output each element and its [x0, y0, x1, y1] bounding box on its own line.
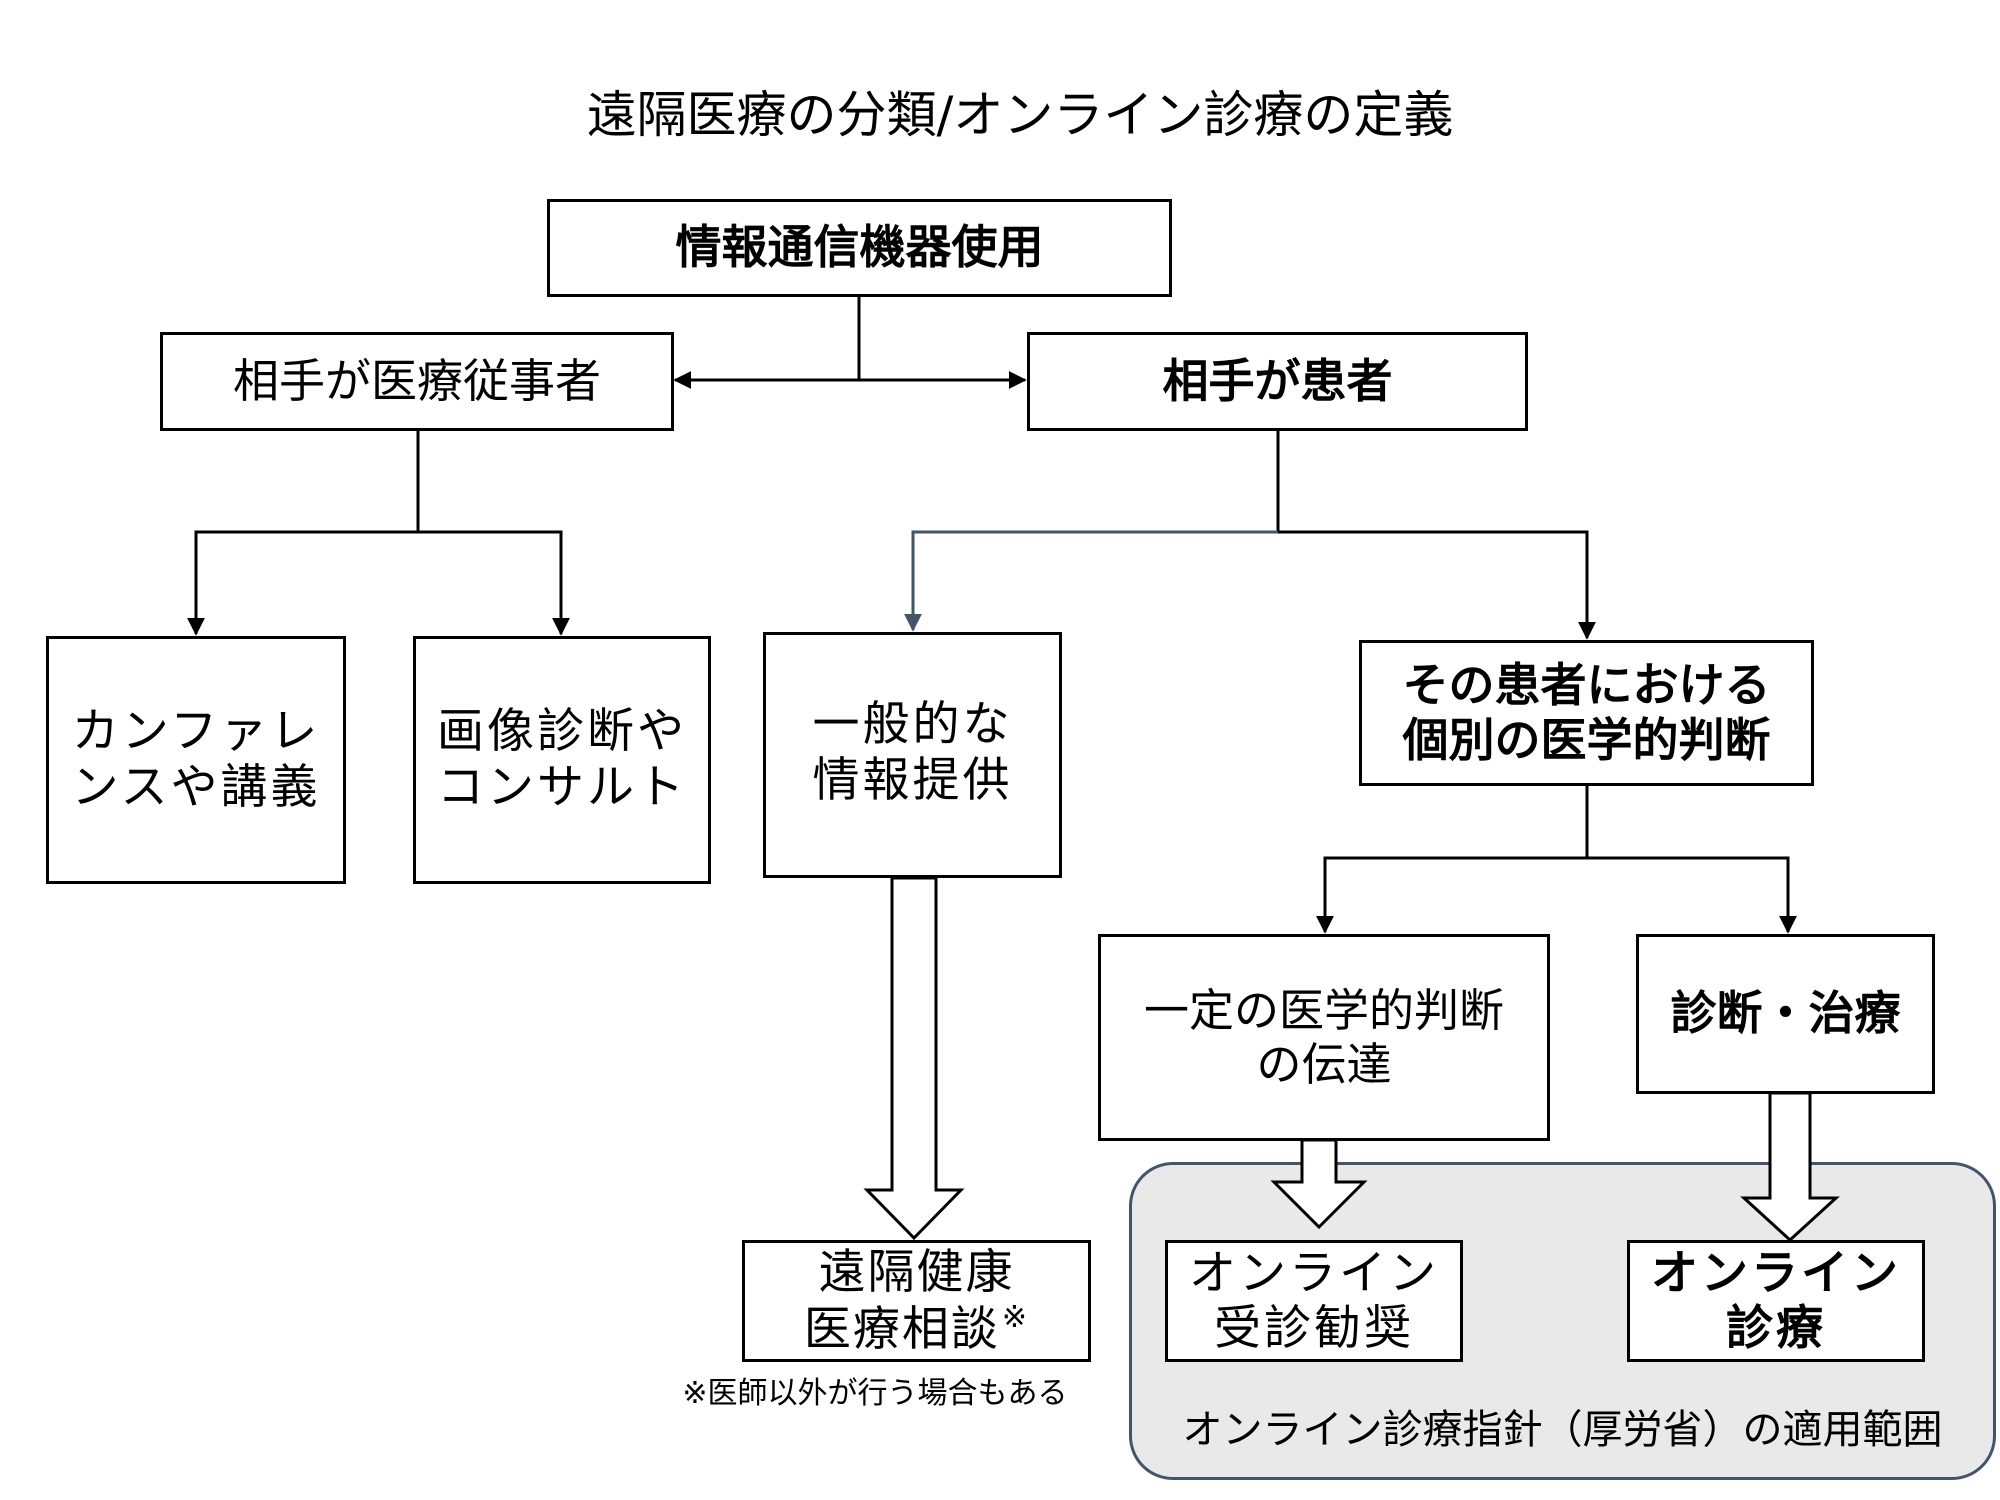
individual-judgment-line-1: その患者における [1402, 657, 1771, 712]
general-info-line-1: 一般的な [812, 697, 1013, 752]
diagnosis-line-1: 診断・治療 [1670, 986, 1901, 1041]
hollow-arrow-fixed-to-recommend [1270, 1138, 1368, 1230]
fixed-judgment-line-1: 一定の医学的判断 [1143, 983, 1504, 1037]
node-diagnosis-treatment: 診断・治療 [1636, 934, 1935, 1094]
diagram-title: 遠隔医療の分類/オンライン診療の定義 [586, 86, 1454, 144]
remote-consult-mark: ※ [1001, 1300, 1030, 1335]
fixed-judgment-line-2: の伝達 [1256, 1037, 1392, 1091]
medical-staff-line-1: 相手が医療従事者 [233, 353, 601, 408]
node-fixed-judgment: 一定の医学的判断 の伝達 [1098, 934, 1550, 1141]
node-medical-staff: 相手が医療従事者 [160, 332, 674, 431]
branch-to-individual-judgment [1278, 530, 1596, 640]
online-care-line-2: 診療 [1726, 1301, 1826, 1356]
online-care-line-1: オンライン [1651, 1245, 1901, 1301]
image-consult-line-1: 画像診断や [437, 703, 687, 759]
node-remote-consult: 遠隔健康 医療相談※ [742, 1240, 1091, 1362]
branch-to-fixed-judgment [1316, 856, 1587, 934]
footnote-non-physician: ※医師以外が行う場合もある [682, 1376, 1068, 1411]
branch-to-image-consult [418, 530, 570, 636]
node-conference: カンファレ ンスや講義 [46, 636, 346, 884]
conference-line-2: ンスや講義 [71, 760, 321, 815]
patient-line-1: 相手が患者 [1162, 353, 1393, 408]
image-consult-line-2: コンサルト [437, 760, 687, 815]
root-node-ict-use: 情報通信機器使用 [547, 199, 1172, 297]
branch-to-diagnosis [1587, 856, 1797, 934]
online-recommend-line-1: オンライン [1189, 1245, 1439, 1301]
node-online-care: オンライン 診療 [1627, 1240, 1925, 1362]
node-image-consult: 画像診断や コンサルト [413, 636, 711, 884]
guideline-scope-label: オンライン診療指針（厚労省）の適用範囲 [1182, 1407, 1943, 1453]
node-individual-judgment: その患者における 個別の医学的判断 [1359, 640, 1814, 786]
node-patient: 相手が患者 [1027, 332, 1528, 431]
online-recommend-line-2: 受診勧奨 [1214, 1301, 1414, 1356]
hollow-arrow-general-to-consult [863, 876, 965, 1241]
remote-consult-line-2: 医療相談※ [804, 1300, 1029, 1357]
node-general-info: 一般的な 情報提供 [763, 632, 1062, 878]
branch-to-conference [187, 530, 418, 636]
conference-line-1: カンファレ [71, 703, 321, 759]
node-online-recommend: オンライン 受診勧奨 [1165, 1240, 1463, 1362]
root-node-line-1: 情報通信機器使用 [675, 220, 1044, 275]
hollow-arrow-diagnosis-to-care [1740, 1091, 1840, 1243]
branch-to-general-info [904, 530, 1278, 632]
remote-consult-line-2-text: 医療相談 [803, 1302, 1000, 1357]
remote-consult-line-1: 遠隔健康 [818, 1244, 1015, 1300]
general-info-line-2: 情報提供 [812, 753, 1013, 809]
individual-judgment-line-2: 個別の医学的判断 [1402, 713, 1771, 767]
